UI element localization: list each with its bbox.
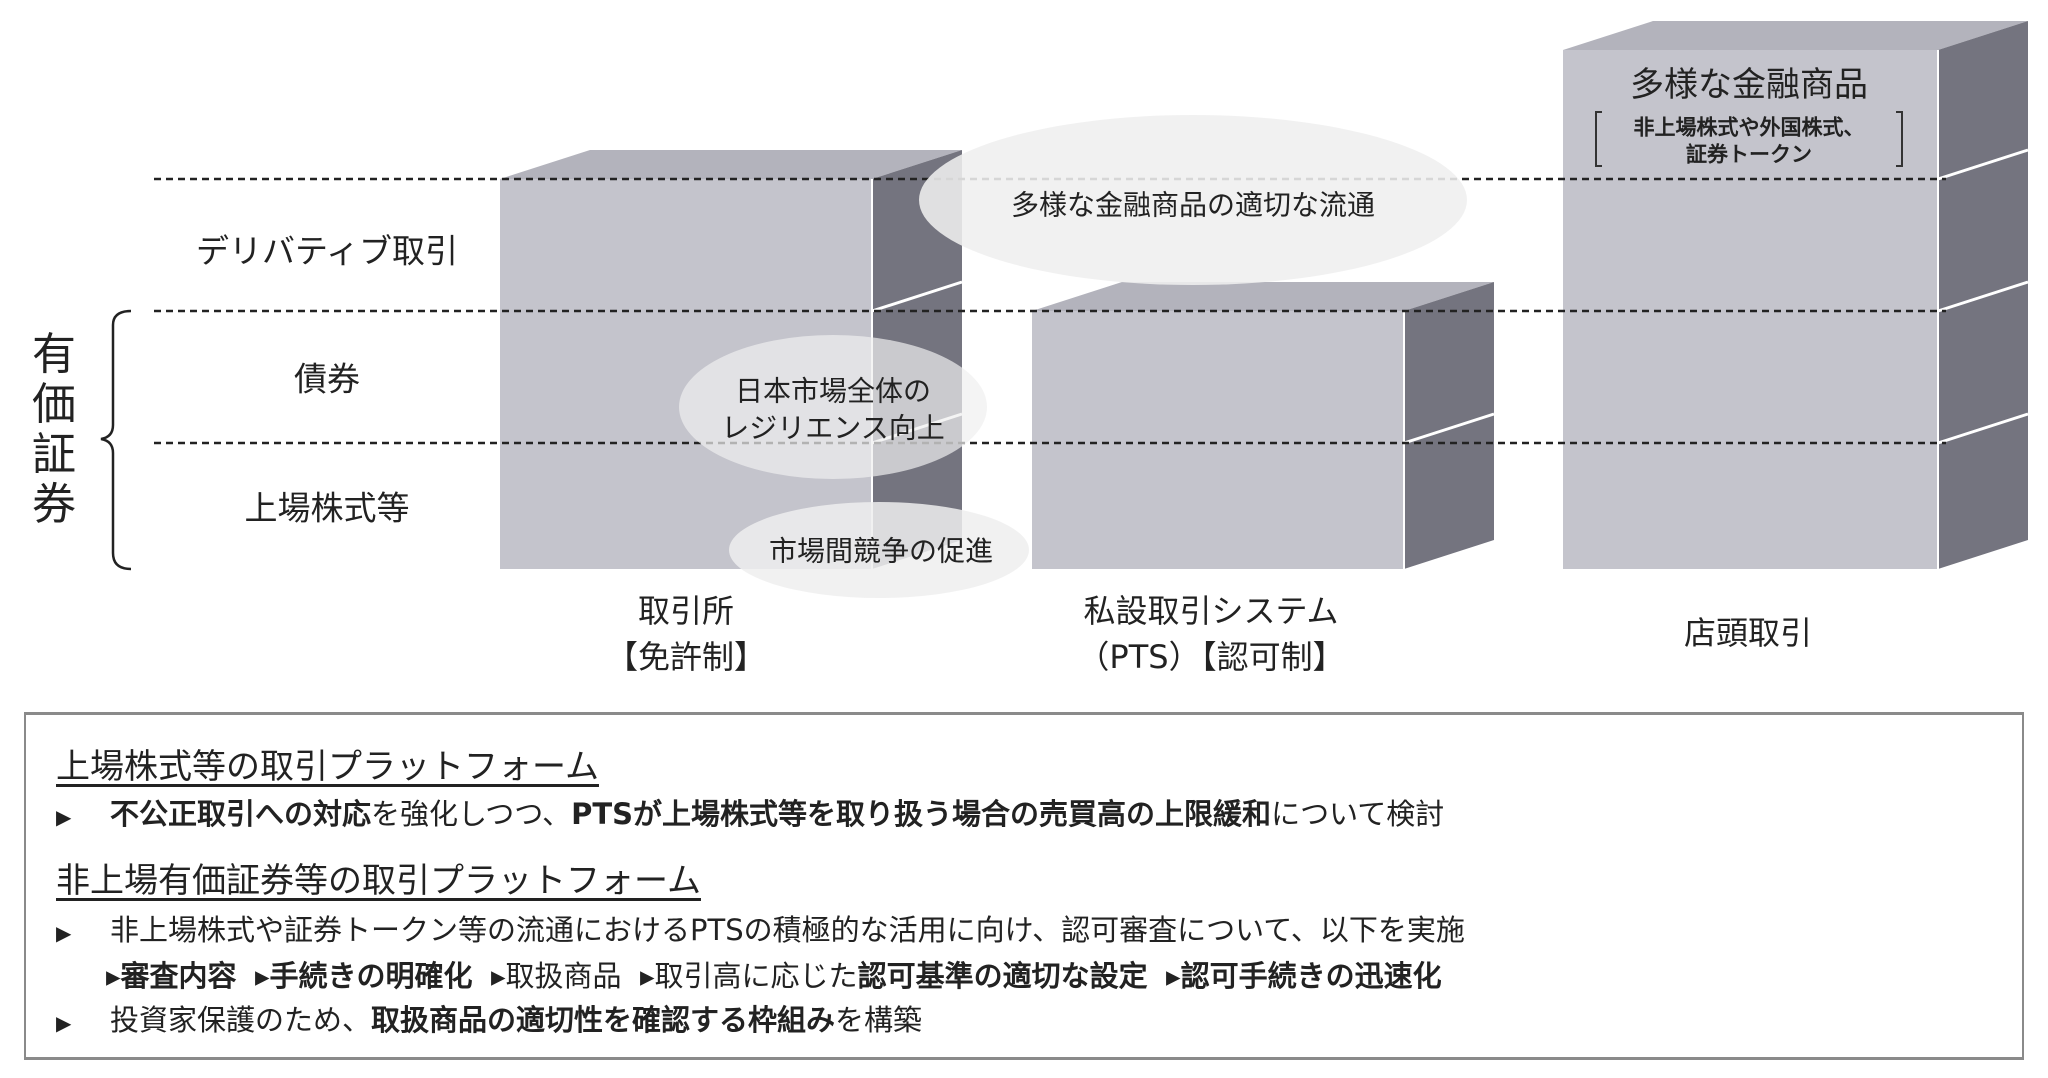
row-label-listed-stocks: 上場株式等 — [244, 488, 410, 528]
market-structure-diagram — [100, 21, 2029, 598]
bullet-icon: ▶ — [56, 921, 72, 945]
item-unlisted-2: ▶ 投資家保護のため、取扱商品の適切性を確認する枠組みを構築 — [56, 997, 922, 1039]
sub-item: ▸認可手続きの迅速化 — [1166, 959, 1442, 993]
securities-group-label: 有価証券 — [32, 329, 76, 530]
row-label-bonds: 債券 — [294, 359, 360, 399]
column-label-exchange-license: 【免許制】 — [605, 638, 767, 676]
policy-panel: 上場株式等の取引プラットフォーム ▶ 不公正取引への対応を強化しつつ、PTSが上場… — [24, 712, 2024, 1060]
otc-box-sub1: 非上場株式や外国株式、 — [1633, 115, 1865, 140]
bracket-icon — [1595, 111, 1903, 167]
bubble-resilience-text2: レジリエンス向上 — [721, 411, 945, 445]
column-label-pts-approval: （PTS）【認可制】 — [1077, 638, 1345, 676]
sub-item-bold: 認可基準の適切な設定 — [857, 959, 1148, 993]
sub-item: ▸手続きの明確化 — [255, 959, 473, 993]
bubble-competition — [729, 502, 1029, 598]
heading-unlisted-platform: 非上場有価証券等の取引プラットフォーム — [56, 861, 701, 901]
text: 非上場株式や証券トークン等の流通におけるPTSの積極的な活用に向け、認可審査につ… — [110, 913, 1465, 947]
item-unlisted-sublist: ▸審査内容 ▸手続きの明確化 ▸取扱商品 ▸取引高に応じた認可基準の適切な設定 … — [106, 953, 1442, 995]
sub-item: ▸取扱商品 — [491, 959, 622, 993]
item-listed-1: ▶ 不公正取引への対応を強化しつつ、PTSが上場株式等を取り扱う場合の売買高の上限… — [56, 791, 1444, 833]
item-unlisted-1: ▶ 非上場株式や証券トークン等の流通におけるPTSの積極的な活用に向け、認可審査に… — [56, 907, 1465, 949]
otc-box-sub2: 証券トークン — [1686, 142, 1812, 167]
otc-box-title: 多様な金融商品 — [1630, 64, 1868, 105]
text-bold: PTSが上場株式等を取り扱う場合の売買高の上限緩和 — [571, 797, 1272, 831]
column-label-otc: 店頭取引 — [1683, 614, 1813, 652]
text-bold: 取扱商品の適切性を確認する枠組み — [371, 1003, 836, 1037]
text: を構築 — [835, 1003, 923, 1037]
bubble-distribution — [919, 115, 1467, 285]
sub-item: ▸審査内容 — [106, 959, 237, 993]
bubble-resilience — [679, 335, 987, 479]
text: を強化しつつ、 — [371, 797, 572, 831]
bubble-distribution-text: 多様な金融商品の適切な流通 — [1010, 188, 1376, 222]
text: 投資家保護のため、 — [110, 1003, 372, 1037]
bullet-icon: ▶ — [56, 805, 72, 829]
otc-block — [1563, 21, 2029, 569]
row-label-derivatives: デリバティブ取引 — [195, 231, 459, 271]
brace-icon — [100, 309, 132, 571]
text: について検討 — [1271, 797, 1445, 831]
bubble-competition-text: 市場間競争の促進 — [768, 534, 994, 568]
heading-listed-platform: 上場株式等の取引プラットフォーム — [56, 747, 599, 787]
column-label-exchange: 取引所 — [637, 592, 735, 630]
pts-block — [1032, 282, 1495, 569]
column-label-pts: 私設取引システム — [1083, 592, 1339, 630]
category-dividers — [154, 177, 1946, 445]
bubble-resilience-text1: 日本市場全体の — [734, 374, 932, 408]
bullet-icon: ▶ — [56, 1011, 72, 1035]
text-bold: 不公正取引への対応 — [110, 797, 372, 831]
sub-item: ▸取引高に応じた — [640, 959, 858, 993]
